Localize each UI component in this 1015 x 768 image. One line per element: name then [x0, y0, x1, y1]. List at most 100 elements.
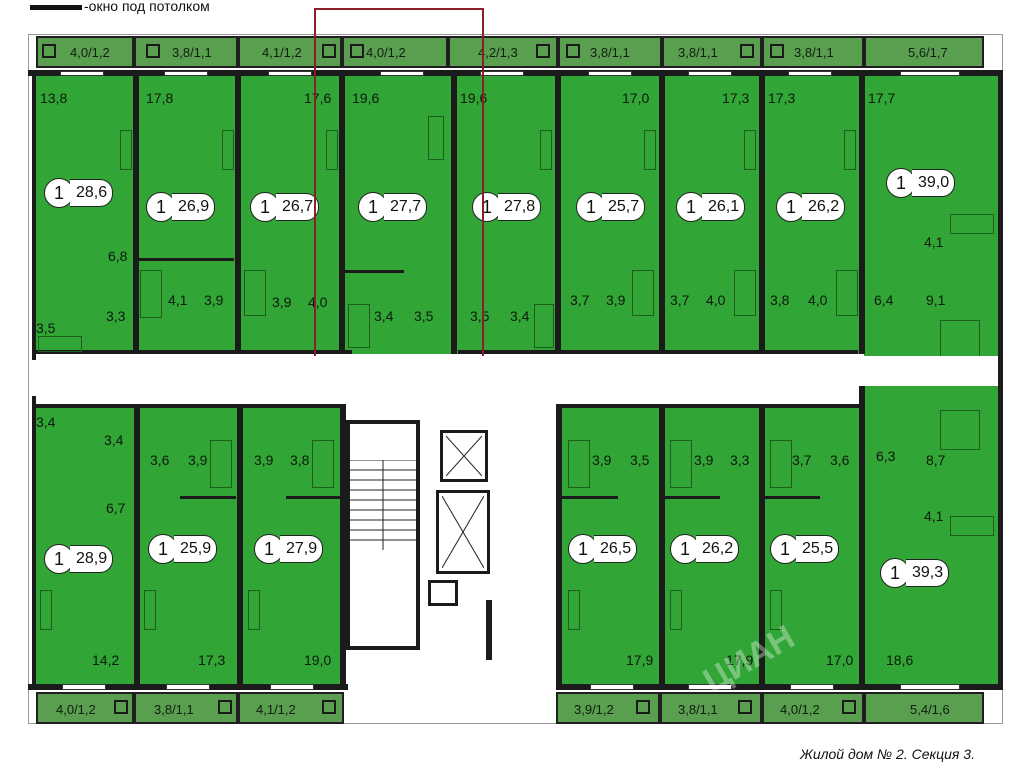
room-area: 3,6: [830, 452, 850, 468]
bathtub-icon: [836, 270, 858, 316]
sofa-icon: [248, 590, 260, 630]
room-area: 3,4: [36, 414, 56, 430]
room-area: 6,4: [874, 292, 894, 308]
rooms-count: 1: [776, 192, 806, 222]
window-marker-icon: [350, 44, 364, 58]
balcony-bottom-label-5: 3,8/1,1: [678, 702, 718, 717]
legend-label: -окно под потолком: [84, 0, 210, 14]
apartment-tag: 1 27,9: [254, 534, 324, 564]
total-area: 26,9: [172, 193, 216, 221]
core-wall: [556, 404, 562, 686]
room-area: 3,3: [106, 308, 126, 324]
rooms-count: 1: [568, 534, 598, 564]
apartment-tag: 1 26,5: [568, 534, 638, 564]
sofa-icon: [144, 590, 156, 630]
window: [268, 71, 312, 76]
total-area: 26,5: [594, 535, 638, 563]
window-marker-icon: [566, 44, 580, 58]
sofa-icon: [644, 130, 656, 170]
rooms-count: 1: [770, 534, 800, 564]
room-area: 3,5: [630, 452, 650, 468]
window: [164, 71, 208, 76]
total-area: 26,2: [696, 535, 740, 563]
balcony-top-label-4: 4,0/1,2: [366, 45, 406, 60]
sofa-icon: [844, 130, 856, 170]
legend-line: [30, 5, 82, 10]
bathtub-icon: [348, 304, 370, 348]
apartment-bottom-7: [864, 386, 1000, 686]
bathtub-icon: [770, 440, 792, 488]
window: [480, 71, 524, 76]
sofa-icon: [222, 130, 234, 170]
balcony-top-label-2: 3,8/1,1: [172, 45, 212, 60]
total-area: 25,5: [796, 535, 840, 563]
apartment-tag: 1 28,6: [44, 178, 114, 208]
bathtub-icon: [950, 516, 994, 536]
window-marker-icon: [322, 44, 336, 58]
window-marker-icon: [536, 44, 550, 58]
window: [688, 71, 732, 76]
table-icon: [940, 320, 980, 360]
room-area: 3,8: [290, 452, 310, 468]
living-area: 13,8: [40, 90, 68, 106]
table-icon: [940, 410, 980, 450]
living-area: 17,3: [768, 90, 796, 106]
bathtub-icon: [244, 270, 266, 316]
balcony-top-9: [864, 36, 984, 68]
balcony-top-label-9: 5,6/1,7: [908, 45, 948, 60]
living-area: 19,6: [460, 90, 488, 106]
living-area: 17,6: [304, 90, 332, 106]
living-area: 18,6: [886, 652, 914, 668]
balcony-top-label-6: 3,8/1,1: [590, 45, 630, 60]
sofa-icon: [326, 130, 338, 170]
sofa-icon: [540, 130, 552, 170]
bathtub-icon: [534, 304, 554, 348]
total-area: 39,3: [906, 559, 950, 587]
sofa-icon: [120, 130, 132, 170]
total-area: 28,6: [70, 179, 114, 207]
room-area: 4,1: [924, 508, 944, 524]
stairs-icon: [350, 460, 416, 550]
window: [900, 684, 960, 690]
room-area: 3,9: [272, 294, 292, 310]
room-area: 3,9: [592, 452, 612, 468]
window-marker-icon: [218, 700, 232, 714]
window: [900, 71, 960, 76]
window: [790, 684, 834, 690]
apartment-tag: 1 26,2: [670, 534, 740, 564]
room-area: 3,7: [670, 292, 690, 308]
sofa-icon: [670, 590, 682, 630]
room-area: 3,9: [694, 452, 714, 468]
living-area: 14,2: [92, 652, 120, 668]
balcony-bottom-label-2: 3,8/1,1: [154, 702, 194, 717]
rooms-count: 1: [676, 192, 706, 222]
apartment-tag: 1 26,9: [146, 192, 216, 222]
sofa-icon: [428, 116, 444, 160]
total-area: 27,9: [280, 535, 324, 563]
bathtub-icon: [950, 214, 994, 234]
apartment-tag: 1 25,9: [148, 534, 218, 564]
rooms-count: 1: [358, 192, 388, 222]
sofa-icon: [770, 590, 782, 630]
window-marker-icon: [842, 700, 856, 714]
rooms-count: 1: [472, 192, 502, 222]
selected-apartment-frame[interactable]: [314, 8, 484, 396]
living-area: 17,8: [146, 90, 174, 106]
plan-caption: Жилой дом № 2. Секция 3.: [800, 746, 975, 762]
living-area: 17,3: [722, 90, 750, 106]
apartment-tag: 1 39,0: [886, 168, 956, 198]
window-marker-icon: [114, 700, 128, 714]
core-wall: [486, 600, 492, 660]
window: [60, 71, 104, 76]
window: [380, 71, 424, 76]
window: [588, 71, 632, 76]
balcony-top-label-7: 3,8/1,1: [678, 45, 718, 60]
elevator-icon: [442, 496, 484, 568]
corridor: [36, 356, 998, 406]
living-area: 17,3: [198, 652, 226, 668]
room-area: 3,9: [188, 452, 208, 468]
living-area: 17,9: [626, 652, 654, 668]
apartment-tag: 1 27,8: [472, 192, 542, 222]
shaft: [428, 580, 458, 606]
balcony-bottom-7: [864, 692, 984, 724]
